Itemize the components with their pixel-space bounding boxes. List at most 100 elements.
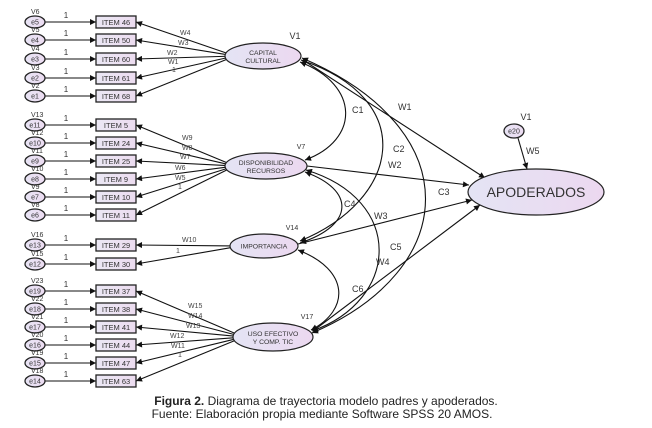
structural-weight-label: W4 <box>376 257 390 267</box>
observed-item-label: ITEM 11 <box>102 211 130 220</box>
variance-label: V4 <box>31 46 40 53</box>
error-path-weight-label: 1 <box>64 298 69 307</box>
error-term-node <box>24 320 46 334</box>
outcome-error-label: e20 <box>508 129 520 136</box>
covariance-label: C3 <box>438 187 450 197</box>
latent-variable-label: RECURSOS <box>247 168 286 175</box>
observed-item-label: ITEM 30 <box>102 260 130 269</box>
error-term-label: e14 <box>29 379 41 386</box>
error-term-node <box>24 136 46 150</box>
loading-path-arrow <box>135 246 233 266</box>
error-term-node <box>24 190 46 204</box>
observed-item-label: ITEM 47 <box>102 359 130 368</box>
observed-item-label: ITEM 10 <box>102 193 130 202</box>
observed-item-label: ITEM 38 <box>102 305 130 314</box>
variance-label: V2 <box>31 83 40 90</box>
error-term-node <box>24 257 46 271</box>
latent-variable-label: IMPORTANCIA <box>241 244 288 251</box>
loading-weight-label: W13 <box>186 323 201 330</box>
error-term-node <box>24 208 46 222</box>
variance-label: V12 <box>31 130 44 137</box>
error-term-node <box>24 238 46 252</box>
loading-weight-label: W11 <box>171 343 185 350</box>
figure-number: Figura 2. <box>154 394 205 408</box>
observed-item-box <box>95 52 137 66</box>
latent-variable-label: USO EFECTIVO <box>248 331 299 338</box>
loading-path-arrow <box>135 324 236 337</box>
observed-item-label: ITEM 60 <box>102 55 130 64</box>
observed-item-label: ITEM 5 <box>104 121 128 130</box>
loading-path-arrow <box>135 141 228 165</box>
figure-title: Diagrama de trayectoria modelo padres y … <box>204 394 498 408</box>
outcome-error-variance-label: V1 <box>520 112 531 122</box>
error-path-weight-label: 1 <box>64 204 69 213</box>
variance-label: V8 <box>31 202 40 209</box>
loading-weight-label: 1 <box>176 248 180 255</box>
loading-weight-label: W12 <box>170 333 185 340</box>
observed-item-box <box>95 172 137 186</box>
error-term-label: e19 <box>29 289 41 296</box>
loading-path-arrow <box>135 169 228 216</box>
error-term-label: e6 <box>31 213 39 220</box>
latent-variable-node <box>229 233 299 259</box>
error-path-weight-label: 1 <box>64 334 69 343</box>
error-term-label: e11 <box>29 123 40 130</box>
observed-item-label: ITEM 46 <box>102 18 130 27</box>
loading-weight-label: W15 <box>188 303 203 310</box>
error-path-weight-label: 1 <box>64 352 69 361</box>
latent-variable-label: CAPITAL <box>249 50 277 57</box>
loading-path-arrow <box>135 307 236 336</box>
error-path-weight-label: 1 <box>64 11 69 20</box>
error-term-label: e13 <box>29 243 41 250</box>
structural-weight-label: W1 <box>398 102 412 112</box>
loading-weight-label: 1 <box>172 67 176 74</box>
structural-path-arrow <box>302 59 486 179</box>
outcome-error-node <box>503 123 525 139</box>
error-term-label: e2 <box>31 76 39 83</box>
variance-label: V5 <box>31 27 40 34</box>
loading-path-arrow <box>135 124 228 164</box>
observed-item-label: ITEM 61 <box>102 74 130 83</box>
error-term-node <box>24 172 46 186</box>
structural-path-arrow <box>306 165 470 188</box>
error-term-label: e8 <box>31 177 39 184</box>
observed-item-label: ITEM 50 <box>102 36 130 45</box>
observed-item-box <box>95 257 137 271</box>
loading-weight-label: 1 <box>178 184 182 191</box>
observed-item-label: ITEM 29 <box>102 241 130 250</box>
error-path-weight-label: 1 <box>64 114 69 123</box>
error-term-node <box>24 284 46 298</box>
loading-path-arrow <box>135 242 233 249</box>
structural-weight-label: W2 <box>388 160 402 170</box>
latent-variance-label: V17 <box>301 314 314 321</box>
observed-item-label: ITEM 68 <box>102 92 130 101</box>
error-term-node <box>24 338 46 352</box>
covariance-label: C5 <box>390 242 402 252</box>
loading-weight-label: W10 <box>182 237 197 244</box>
observed-item-box <box>95 118 137 132</box>
error-term-node <box>24 89 46 103</box>
variance-label: V13 <box>31 112 44 119</box>
error-term-node <box>24 52 46 66</box>
observed-item-box <box>95 190 137 204</box>
error-path-weight-label: 1 <box>64 150 69 159</box>
variance-label: V19 <box>31 350 44 357</box>
error-term-node <box>24 118 46 132</box>
error-term-node <box>24 302 46 316</box>
error-term-node <box>24 15 46 29</box>
loading-weight-label: W7 <box>180 154 191 161</box>
covariance-label: C4 <box>344 199 356 209</box>
latent-variable-node <box>232 322 314 352</box>
figure-source: Fuente: Elaboración propia mediante Soft… <box>151 407 493 421</box>
observed-item-label: ITEM 37 <box>102 287 130 296</box>
loading-path-arrow <box>135 166 228 182</box>
error-term-node <box>24 33 46 47</box>
loading-weight-label: W5 <box>175 175 186 182</box>
variance-label: V23 <box>31 278 44 285</box>
error-term-node <box>24 71 46 85</box>
error-term-label: e7 <box>31 195 39 202</box>
latent-variance-label: V7 <box>297 144 306 151</box>
error-path-weight-label: 1 <box>64 67 69 76</box>
observed-item-box <box>95 320 137 334</box>
